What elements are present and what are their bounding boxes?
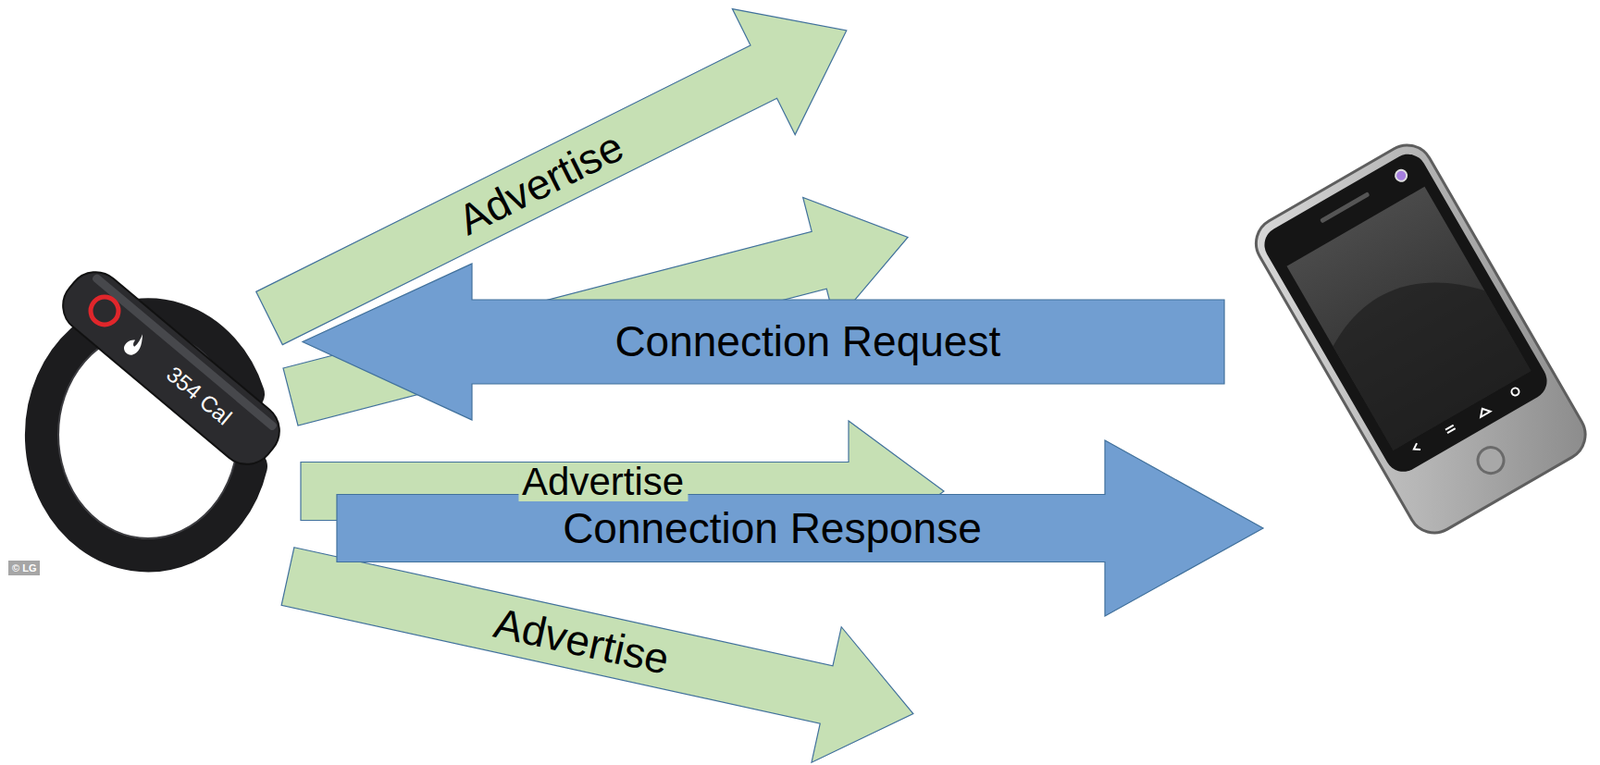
- arrow-label: Connection Response: [562, 507, 982, 550]
- arrow-outline: [272, 508, 929, 765]
- copyright-watermark: © LG: [8, 560, 40, 576]
- arrow-label: Advertise: [518, 462, 688, 502]
- response-arrow: Connection Response: [336, 440, 1264, 617]
- request-arrow: Connection Request: [302, 263, 1225, 421]
- arrow-label: Connection Request: [614, 320, 1001, 363]
- arrow-outline: [302, 263, 1225, 421]
- smartphone: [1246, 136, 1595, 543]
- fitness-band: [41, 260, 291, 556]
